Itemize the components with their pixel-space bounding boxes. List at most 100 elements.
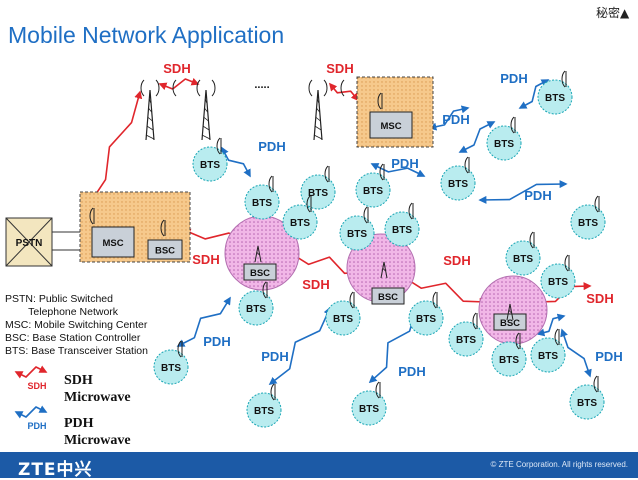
tower-dish: [196, 79, 201, 97]
sdh-label: SDH: [302, 277, 329, 292]
antenna-arc: [593, 375, 598, 393]
tower-dish: [211, 79, 216, 97]
legend-bsc: BSC: Base Station Controller: [5, 332, 141, 344]
bts-label: BTS: [494, 139, 514, 150]
bts-node: [384, 211, 420, 247]
legend-pdh-tag: PDH: [27, 421, 46, 431]
sdh-label: SDH: [326, 61, 353, 76]
bts-antenna: [306, 195, 312, 213]
sdh-label: SDH: [443, 253, 470, 268]
bts-label: BTS: [161, 363, 181, 374]
bts-antenna: [349, 291, 355, 309]
cluster-tower-brace: [256, 251, 260, 256]
bts-node: [486, 125, 522, 161]
bts-label: BTS: [200, 160, 220, 171]
pdh-label: PDH: [500, 71, 527, 86]
sdh-link: [328, 82, 360, 102]
tower-left: [140, 79, 160, 141]
sdh-link: [158, 77, 200, 91]
tower-brace: [147, 116, 153, 122]
bts-label: BTS: [499, 355, 519, 366]
bsc-cluster-1-label: BSC: [250, 268, 270, 279]
bsc-cluster-3: [493, 313, 527, 331]
pdh-link: [560, 328, 592, 378]
antenna-arc: [306, 195, 311, 213]
tower-dish: [308, 79, 313, 97]
bts-label: BTS: [513, 254, 533, 265]
confidential-mark: 秘密▲: [596, 6, 630, 20]
antenna-arc: [464, 156, 469, 174]
pdh-link: [458, 121, 496, 153]
bts-node: [300, 174, 336, 210]
cluster-tower-brace: [508, 309, 512, 314]
bts-node: [408, 300, 444, 336]
bts-antenna: [177, 340, 183, 358]
tower-brace: [201, 134, 211, 140]
bts-node: [246, 392, 282, 428]
bts-antenna: [594, 195, 600, 213]
footer-bar: ZTE中兴 © ZTE Corporation. All rights rese…: [0, 452, 638, 480]
pdh-label: PDH: [398, 364, 425, 379]
bts-node: [244, 184, 280, 220]
antenna-arc: [363, 206, 368, 224]
tower-legs: [313, 89, 323, 141]
sdh-label: SDH: [163, 61, 190, 76]
legend-sdh-title: SDH: [64, 373, 93, 388]
antenna-arc: [216, 137, 221, 155]
bts-antenna: [268, 175, 274, 193]
bts-antenna: [270, 383, 276, 401]
tower-brace: [148, 98, 152, 104]
pdh-link: [221, 146, 251, 178]
legend-pdh-desc: Microwave: [64, 433, 131, 448]
legend-sdh-symbol: [14, 365, 48, 379]
legend-sdh-tag: SDH: [27, 381, 46, 391]
antenna-arc: [89, 207, 94, 225]
legend-pstn-cont: Telephone Network: [5, 306, 119, 318]
bts-antenna: [510, 116, 516, 134]
msc-left: [91, 226, 135, 258]
bts-label: BTS: [333, 314, 353, 325]
tower-right-dish: [340, 79, 345, 97]
bts-antenna: [324, 165, 330, 183]
sdh-label: SDH: [586, 291, 613, 306]
tower-brace: [316, 107, 320, 113]
bts-node: [505, 240, 541, 276]
pdh-link: [478, 180, 568, 204]
bsc-cluster-3-label: BSC: [500, 318, 520, 329]
bts-label: BTS: [252, 198, 272, 209]
bts-label: BTS: [363, 186, 383, 197]
bts-label: BTS: [456, 335, 476, 346]
tower-left-dish: [172, 79, 177, 97]
bts-node: [540, 263, 576, 299]
pstn-label: PSTN: [16, 238, 43, 249]
antenna-arc: [594, 195, 599, 213]
tower-brace: [314, 125, 322, 131]
tower-dish: [155, 79, 160, 97]
bts-node: [153, 349, 189, 385]
bts-node: [491, 341, 527, 377]
cluster-tower-brace: [382, 267, 386, 272]
cluster-tower: [254, 245, 262, 263]
bts-node: [192, 146, 228, 182]
antenna-arc: [375, 381, 380, 399]
bts-label: BTS: [359, 404, 379, 415]
bts-antenna: [529, 231, 535, 249]
tower-mid: [196, 79, 216, 141]
pdh-label: PDH: [261, 349, 288, 364]
bsc-cluster-2-label: BSC: [378, 292, 398, 303]
antenna-arc: [408, 202, 413, 220]
page-title: Mobile Network Application: [8, 22, 285, 48]
bts-node: [570, 204, 606, 240]
bts-label: BTS: [545, 93, 565, 104]
bts-antenna: [561, 70, 567, 88]
antenna-arc: [564, 254, 569, 272]
antenna-arc: [262, 281, 267, 299]
tower-dish: [140, 79, 145, 97]
bsc-cluster-1: [243, 263, 277, 281]
bts-label: BTS: [577, 398, 597, 409]
bsc-left: [147, 239, 183, 260]
antenna-arc: [529, 231, 534, 249]
tower-legs: [145, 89, 155, 141]
bsc-cluster-2: [371, 287, 405, 305]
pdh-link: [428, 105, 470, 131]
